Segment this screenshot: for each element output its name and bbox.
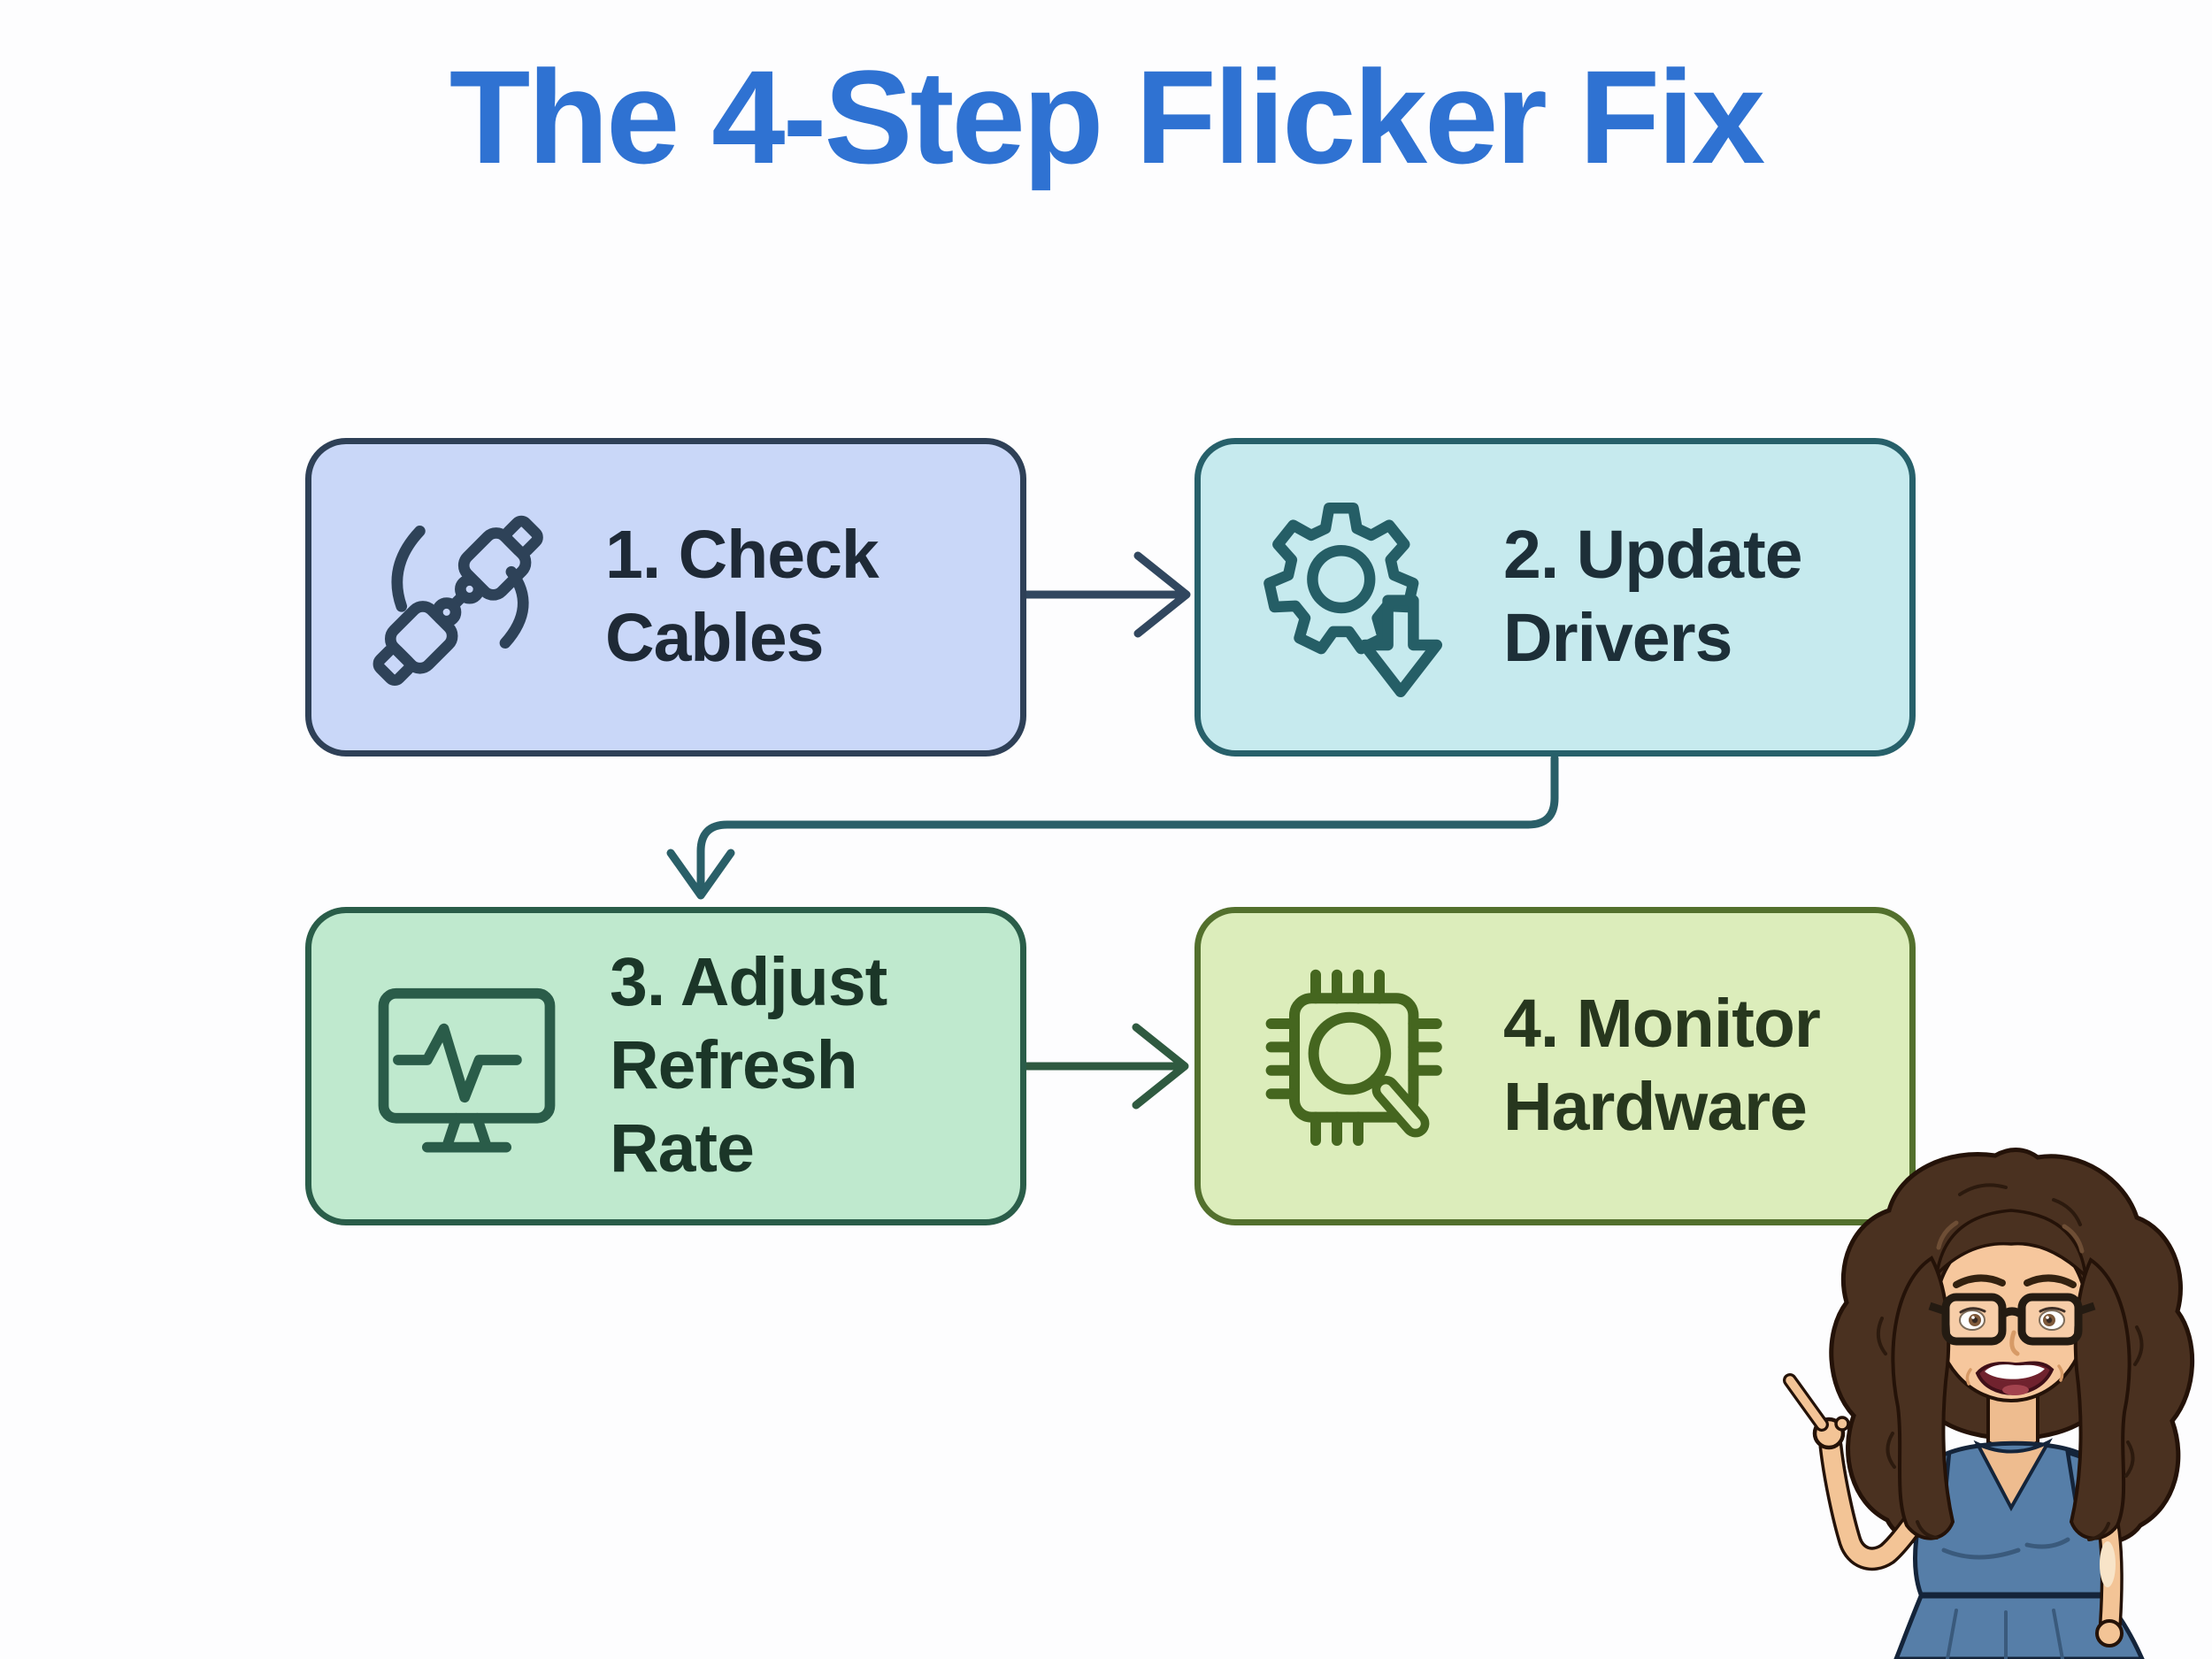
- pointing-arm: [1822, 1437, 1940, 1568]
- step-label-line2: Drivers: [1503, 600, 1732, 676]
- gear-download-icon: [1263, 502, 1443, 698]
- right-hand: [2095, 1619, 2124, 1647]
- step-label: 4. Monitor Hardware: [1503, 983, 1821, 1149]
- thumb: [1834, 1416, 1850, 1432]
- index-finger: [1786, 1376, 1826, 1429]
- presenter-character-illustration: [1783, 1148, 2194, 1659]
- step-label-line2: Hardware: [1503, 1069, 1808, 1145]
- chip-magnifier-icon: [1265, 969, 1442, 1146]
- step-label-line1: 1. Check: [605, 517, 879, 594]
- skirt-folds: [1946, 1609, 2064, 1659]
- hair-highlights: [1936, 1220, 2085, 1254]
- eyebrows: [1953, 1274, 2077, 1288]
- arrow-step3-to-step4: [1019, 1023, 1189, 1110]
- hair-bangs: [1934, 1209, 2088, 1280]
- step-box-check-cables: 1. Check Cables: [305, 438, 1026, 757]
- step-box-monitor-hardware: 4. Monitor Hardware: [1194, 907, 1916, 1225]
- step-label: 3. Adjust Refresh Rate: [610, 941, 999, 1191]
- cable-connectors-icon: [373, 515, 543, 686]
- step-label-line2: Refresh Rate: [610, 1027, 858, 1187]
- step-label-line1: 2. Update: [1503, 517, 1803, 594]
- v-neckline: [1973, 1438, 2053, 1512]
- arm-highlight-patch: [2100, 1541, 2116, 1587]
- arrow-step1-to-step2: [1022, 551, 1191, 638]
- arrow-step2-to-step3: [666, 754, 1559, 900]
- step-box-adjust-refresh-rate: 3. Adjust Refresh Rate: [305, 907, 1026, 1225]
- monitor-pulse-icon: [378, 987, 556, 1153]
- glasses-icon: [1928, 1293, 2096, 1346]
- dress-seams: [1941, 1537, 2070, 1560]
- step-box-update-drivers: 2. Update Drivers: [1194, 438, 1916, 757]
- hair-curl-lines: [1876, 1183, 2144, 1541]
- step-label: 2. Update Drivers: [1503, 514, 1803, 680]
- step-label-line1: 4. Monitor: [1503, 986, 1821, 1063]
- step-label-line1: 3. Adjust: [610, 944, 887, 1021]
- step-label-line2: Cables: [605, 600, 825, 676]
- eyes: [1959, 1307, 2066, 1331]
- step-label: 1. Check Cables: [605, 514, 879, 680]
- smiling-mouth: [1965, 1361, 2064, 1395]
- nose: [2009, 1330, 2020, 1356]
- page-title: The 4-Step Flicker Fix: [449, 42, 1765, 191]
